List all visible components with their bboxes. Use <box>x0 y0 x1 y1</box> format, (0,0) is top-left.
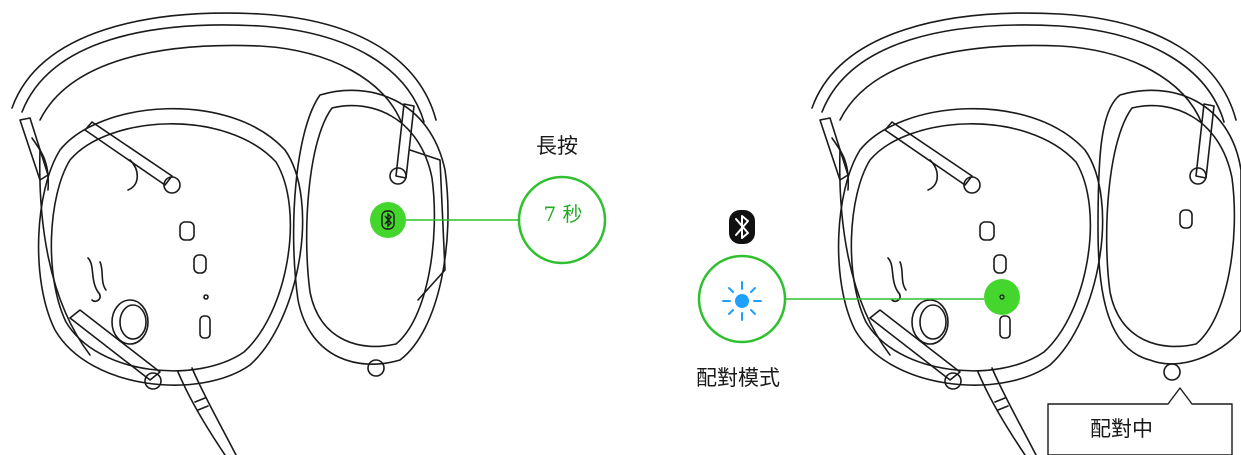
headset-left-illustration <box>11 12 449 455</box>
pairing-mode-label: 配對模式 <box>696 366 780 390</box>
pairing-callout-box <box>1047 387 1233 455</box>
bluetooth-button-icon <box>381 210 395 230</box>
pairing-callout-text: 配對中 <box>1090 417 1153 441</box>
blinking-blue-led-icon <box>722 281 762 321</box>
duration-circle <box>517 175 607 265</box>
hold-label: 長按 <box>536 134 578 158</box>
duration-text: 7 秒 <box>543 202 583 226</box>
bluetooth-icon <box>729 210 755 244</box>
status-led-highlight <box>984 279 1020 315</box>
headset-right-illustration <box>811 12 1241 455</box>
status-led-dot <box>999 294 1005 300</box>
